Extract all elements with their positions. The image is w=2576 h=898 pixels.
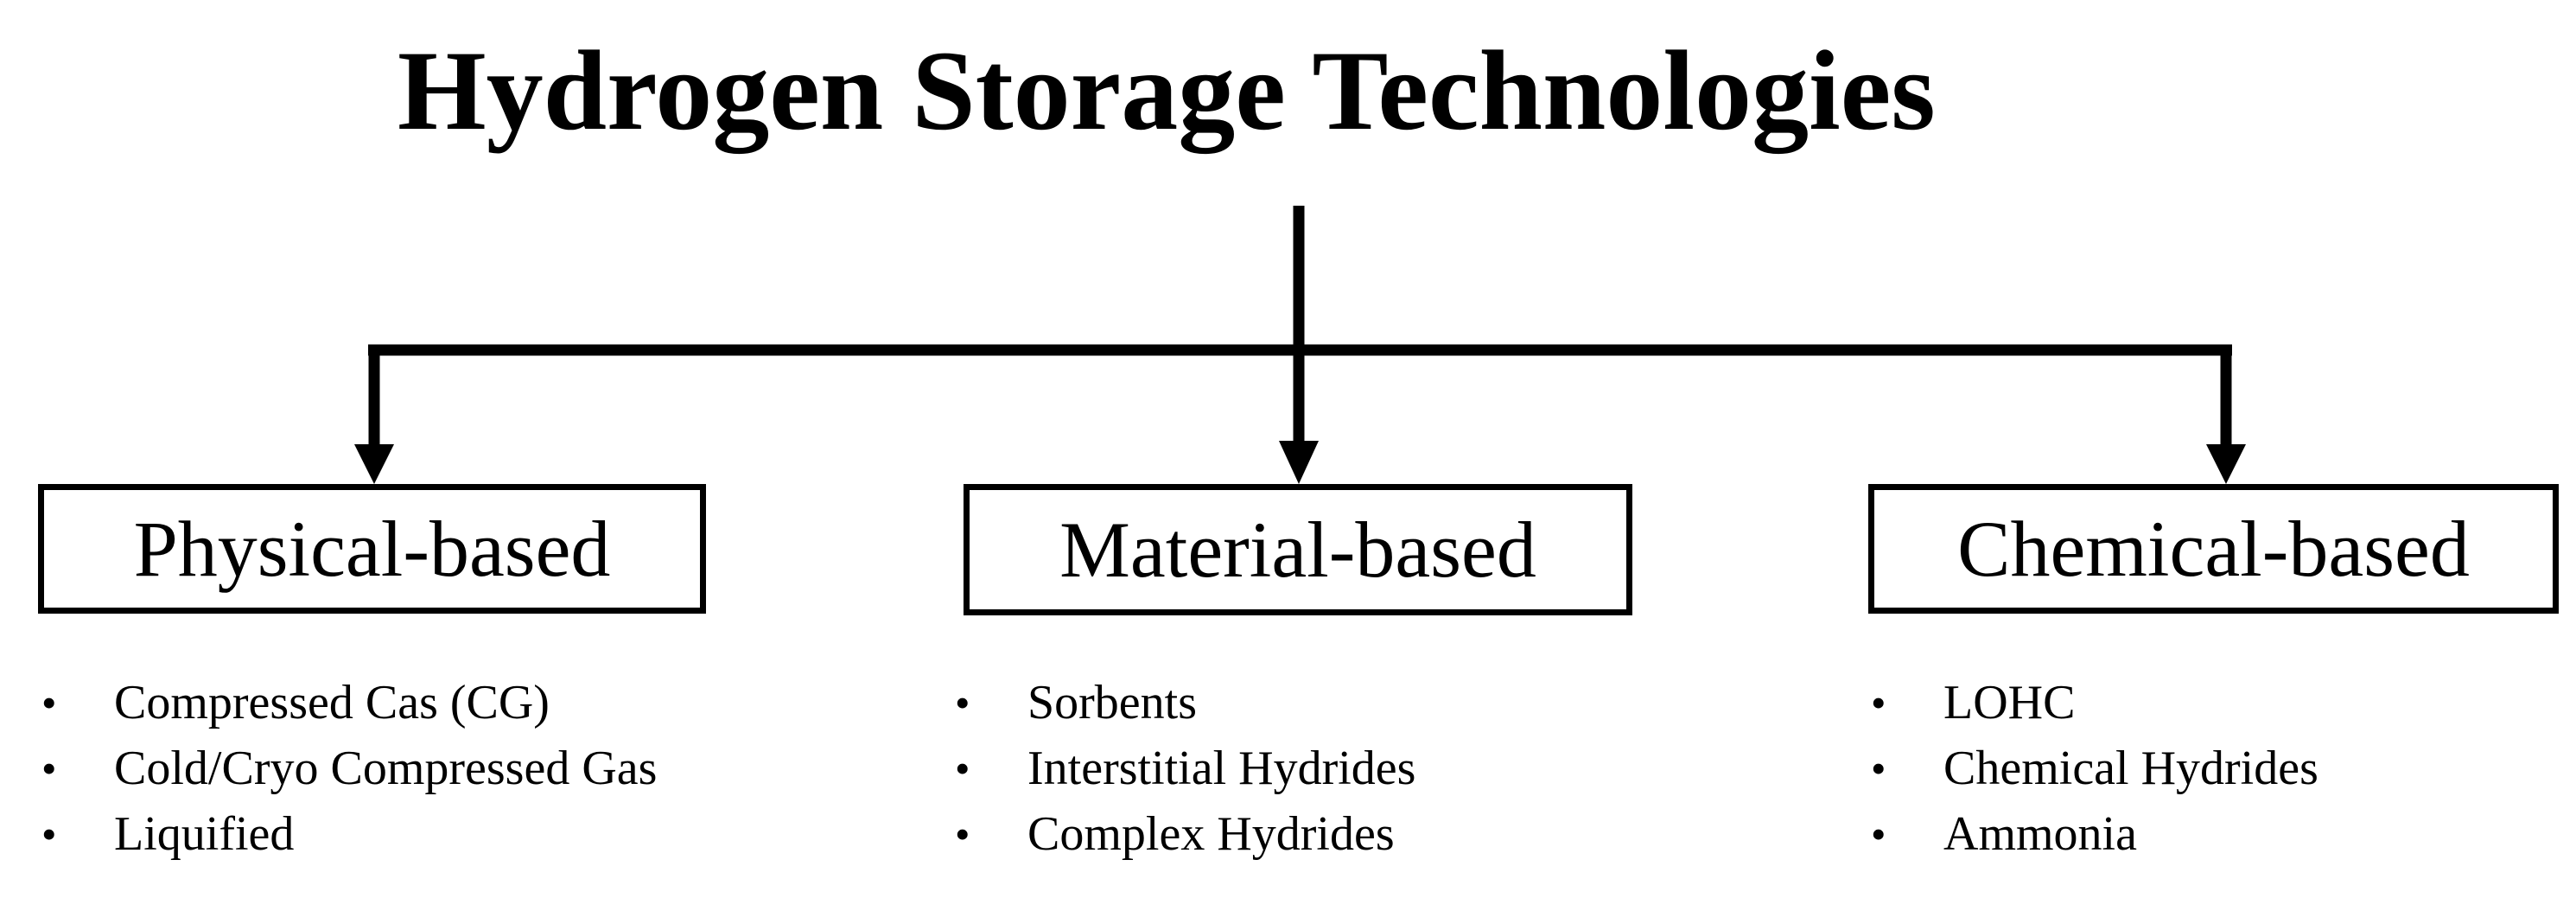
arrowhead-physical [354,444,394,484]
bullet: • [955,810,970,858]
bullet: • [1871,678,1886,727]
bullet: • [955,744,970,793]
list-item-text: Cold/Cryo Compressed Gas [114,742,658,795]
arrowhead-chemical [2206,444,2246,484]
list-item-text: Interstitial Hydrides [1027,742,1416,795]
material-based-box: Material-based [964,484,1632,615]
list-item-text: Ammonia [1943,807,2137,861]
physical-based-label: Physical-based [133,505,611,593]
bullet: • [41,810,57,858]
arrowhead-material [1279,441,1319,484]
bullet: • [1871,744,1886,793]
list-item-text: Complex Hydrides [1027,807,1395,861]
bullet: • [41,744,57,793]
material-based-label: Material-based [1059,506,1536,594]
list-item-text: Liquified [114,807,295,861]
bullet: • [955,678,970,727]
list-item-text: Sorbents [1027,676,1197,729]
bullet: • [41,678,57,727]
diagram-title: Hydrogen Storage Technologies [398,27,1936,154]
list-item-text: Compressed Cas (CG) [114,676,550,729]
list-item-text: LOHC [1943,676,2076,729]
physical-based-box: Physical-based [38,484,706,614]
list-item-text: Chemical Hydrides [1943,742,2318,795]
chemical-based-box: Chemical-based [1868,484,2559,614]
chemical-based-label: Chemical-based [1957,505,2470,593]
bullet: • [1871,810,1886,858]
